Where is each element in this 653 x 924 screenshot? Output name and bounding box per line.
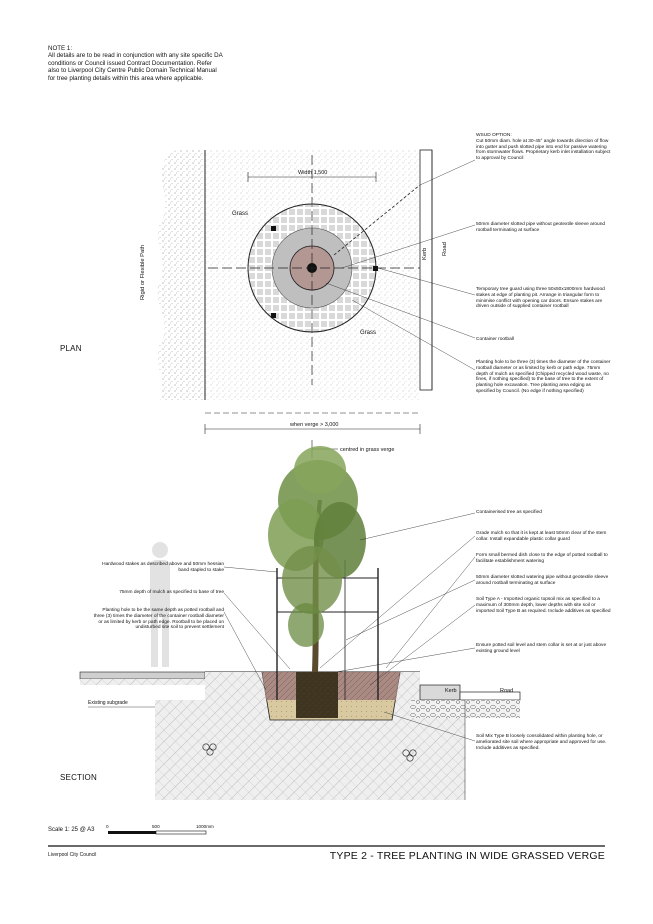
note-block: NOTE 1: All details are to be read in co… xyxy=(48,45,223,82)
person-silhouette xyxy=(150,542,170,667)
plan-heading: PLAN xyxy=(60,344,82,353)
section-road-label: Road xyxy=(500,688,514,694)
section-view xyxy=(79,424,521,800)
plan-width-label: Width 1,500 xyxy=(298,170,328,176)
section-callout-hole: Planting hole to be the same depth as po… xyxy=(93,608,224,631)
scale-label: Scale 1: 25 @ A3 xyxy=(48,827,95,833)
scale-tick-500: 500 xyxy=(152,824,160,829)
stake xyxy=(271,226,276,231)
section-subgrade-label: Existing subgrade xyxy=(88,700,128,706)
section-verge-label: when verge > 3,000 xyxy=(290,422,339,428)
note-text: All details are to be read in conjunctio… xyxy=(48,52,223,82)
footer-council: Liverpool City Council xyxy=(48,852,97,858)
stake xyxy=(271,313,276,318)
section-callout-mulch: 75mm depth of mulch as specified to base… xyxy=(119,590,224,595)
plan-grass-bottom: Grass xyxy=(360,330,377,336)
section-callout-stakes: Hardwood stakes as described above and 5… xyxy=(102,562,224,573)
footer-title: TYPE 2 - TREE PLANTING IN WIDE GRASSED V… xyxy=(329,850,605,862)
plan-view xyxy=(157,149,476,414)
section-callout-soil-a: Soil Type A - Imported organic topsoil m… xyxy=(476,597,611,614)
plan-grass-top: Grass xyxy=(232,211,249,217)
path-strip xyxy=(157,150,205,400)
section-callout-berm: Form small bermed dish close to the edge… xyxy=(476,553,608,564)
plan-callout-hole: Planting hole to be three (3) times the … xyxy=(476,360,611,394)
plan-kerb-label: Kerb xyxy=(422,247,428,260)
section-callout-level: Ensure potted soil level and stem collar… xyxy=(476,643,607,654)
scale-tick-0: 0 xyxy=(106,824,109,829)
section-callout-grade: Grade mulch so that it is kept at least … xyxy=(476,531,607,542)
tree-foliage xyxy=(268,446,366,647)
plan-callout-rootball: Container rootball xyxy=(476,337,514,342)
section-centred-label: centred in grass verge xyxy=(340,447,395,453)
section-callout-tree: Containerised tree as specified xyxy=(476,510,542,515)
plan-callout-guard: Temporary tree guard using three 50x50x1… xyxy=(476,287,605,310)
section-heading: SECTION xyxy=(60,773,97,782)
stake xyxy=(373,266,378,271)
plan-callout-wsud: WSUD OPTION: Cut 50mm diam. hole at 30-4… xyxy=(476,133,611,162)
section-callout-pipe: 50mm diameter slotted watering pipe with… xyxy=(476,575,609,586)
section-callout-soil-b: Soil Mix Type B loosely consolidated wit… xyxy=(476,734,607,751)
plan-path-label: Rigid or Flexible Path xyxy=(140,244,146,300)
plan-road-label: Road xyxy=(442,242,448,256)
path-section xyxy=(79,671,206,680)
plan-callout-pipe: 50mm diameter slotted pipe without geote… xyxy=(476,222,606,233)
section-kerb-label: Kerb xyxy=(445,688,457,694)
scale-tick-1000: 1000mm xyxy=(196,824,214,829)
scale-bar xyxy=(108,830,207,835)
kerb-plan xyxy=(419,149,433,391)
note-title: NOTE 1: xyxy=(48,45,73,52)
